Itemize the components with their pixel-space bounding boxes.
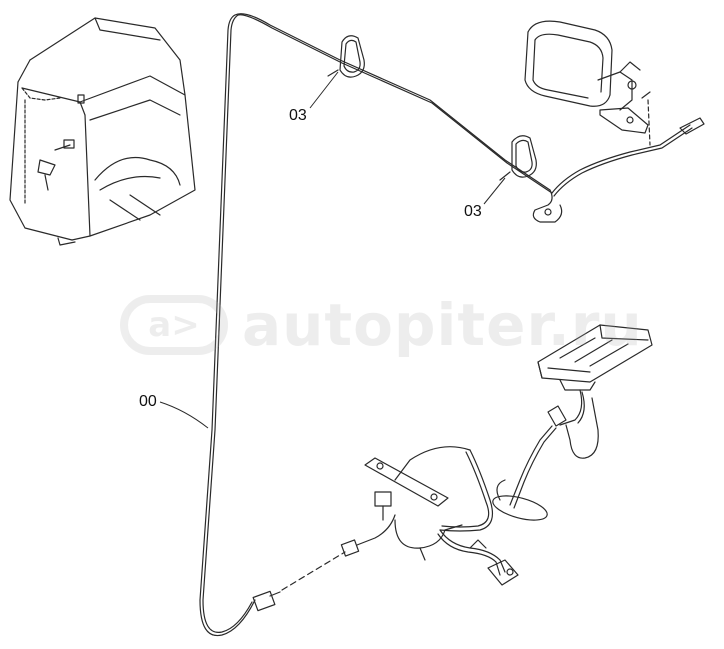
clip-bottom [499,135,537,181]
watermark-logo: a> [120,295,228,355]
clip-top [327,35,365,78]
sub-harness [340,405,567,586]
callout-clip-top: 03 [289,107,307,124]
leader-clip-bottom [483,177,506,205]
watermark-site-text: autopiter.ru [242,291,643,359]
main-harness-cable [199,13,553,637]
leader-harness [159,401,209,429]
work-light-illustration [524,20,651,146]
cab-overview-illustration [9,17,196,246]
watermark: a> autopiter.ru [120,288,643,362]
leader-clip-top [309,71,339,109]
switch-panel-illustration [537,324,653,459]
callout-clip-bottom: 03 [464,203,482,220]
callout-harness: 00 [139,393,157,410]
light-connector [532,117,705,223]
